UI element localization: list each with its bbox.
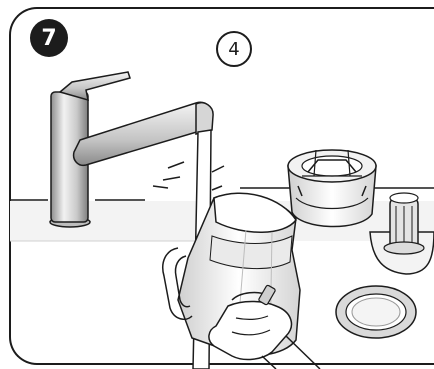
step-number-badge: 7 — [30, 19, 68, 57]
jug-lid-icon — [288, 150, 376, 227]
substep-number-circle: 4 — [216, 31, 252, 67]
seal-ring-icon — [336, 286, 416, 338]
